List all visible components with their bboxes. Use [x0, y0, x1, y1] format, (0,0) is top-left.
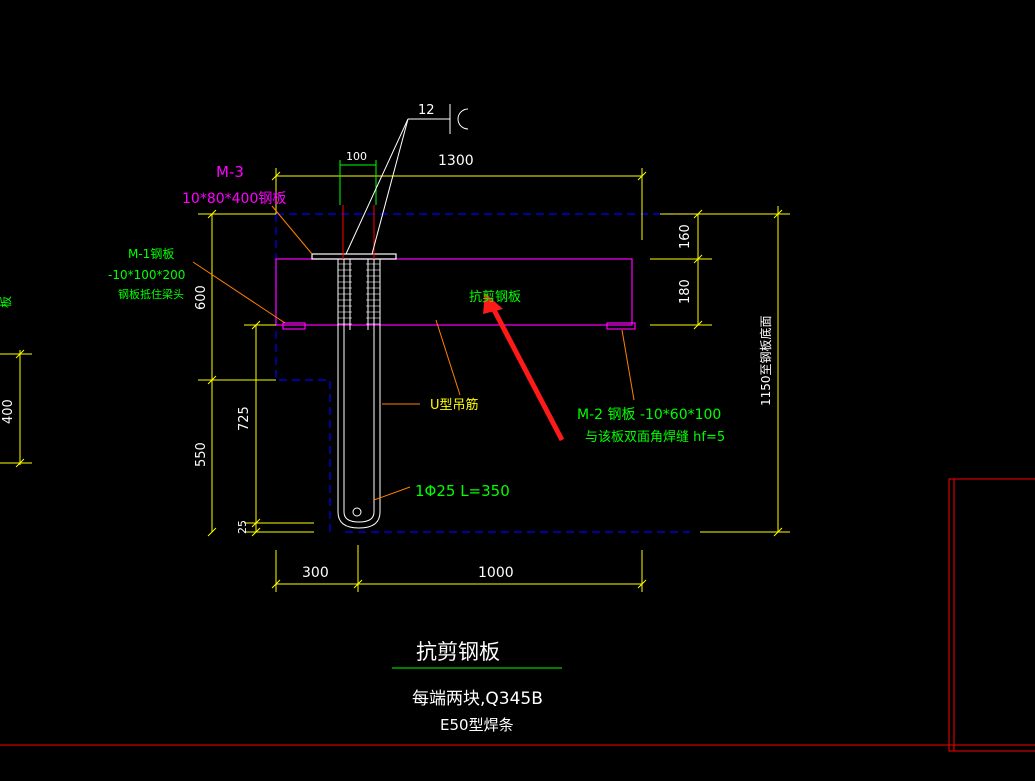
m3-title: M-3 — [216, 163, 244, 181]
dim-100-lines — [339, 160, 377, 205]
m2-plate — [606, 322, 636, 330]
dimension-lines — [0, 168, 790, 592]
dim-600-text: 600 — [194, 285, 209, 310]
shear-plate — [275, 253, 636, 330]
dim-100-text: 100 — [346, 150, 367, 163]
bar-spec-label: 1Φ25 L=350 — [415, 482, 510, 500]
red-arrow — [483, 293, 565, 442]
far-left-400-text: 400 — [1, 399, 16, 424]
dim-725-text: 725 — [237, 406, 252, 431]
m2-note: 与该板双面角焊缝 hf=5 — [585, 429, 725, 445]
far-left-text: 板 — [0, 296, 13, 308]
m1-title: M-1钢板 — [128, 247, 174, 261]
m3-plate — [311, 253, 397, 260]
m1-spec: -10*100*200 — [108, 268, 185, 282]
m1-plate — [282, 322, 306, 330]
u-bar — [337, 259, 381, 529]
drawing-title: 抗剪钢板 — [416, 640, 500, 664]
title-note-line1: 每端两块,Q345B — [412, 689, 543, 709]
title-note-line2: E50型焊条 — [440, 716, 514, 734]
weld-symbol — [345, 104, 469, 255]
weld-size-label: 12 — [418, 103, 435, 118]
m2-spec: M-2 钢板 -10*60*100 — [577, 407, 721, 423]
center-marks — [342, 205, 375, 259]
dim-160-text: 160 — [678, 224, 693, 249]
m3-spec: 10*80*400钢板 — [182, 191, 286, 207]
dim-1300-text: 1300 — [438, 153, 474, 169]
dim-1000-text: 1000 — [478, 565, 514, 581]
dim-180-text: 180 — [678, 279, 693, 304]
drawing-border — [0, 478, 1035, 752]
leader-lines — [192, 205, 635, 501]
m1-note: 钢板抵住梁头 — [118, 287, 184, 301]
dim-25-text: 25 — [236, 520, 249, 534]
dim-1150-text: 1150至钢板底面 — [758, 315, 773, 406]
dim-550-text: 550 — [194, 442, 209, 467]
u-bar-label: U型吊筋 — [430, 397, 479, 413]
shear-plate-label: 抗剪钢板 — [469, 289, 521, 305]
dim-300-text: 300 — [302, 565, 329, 581]
